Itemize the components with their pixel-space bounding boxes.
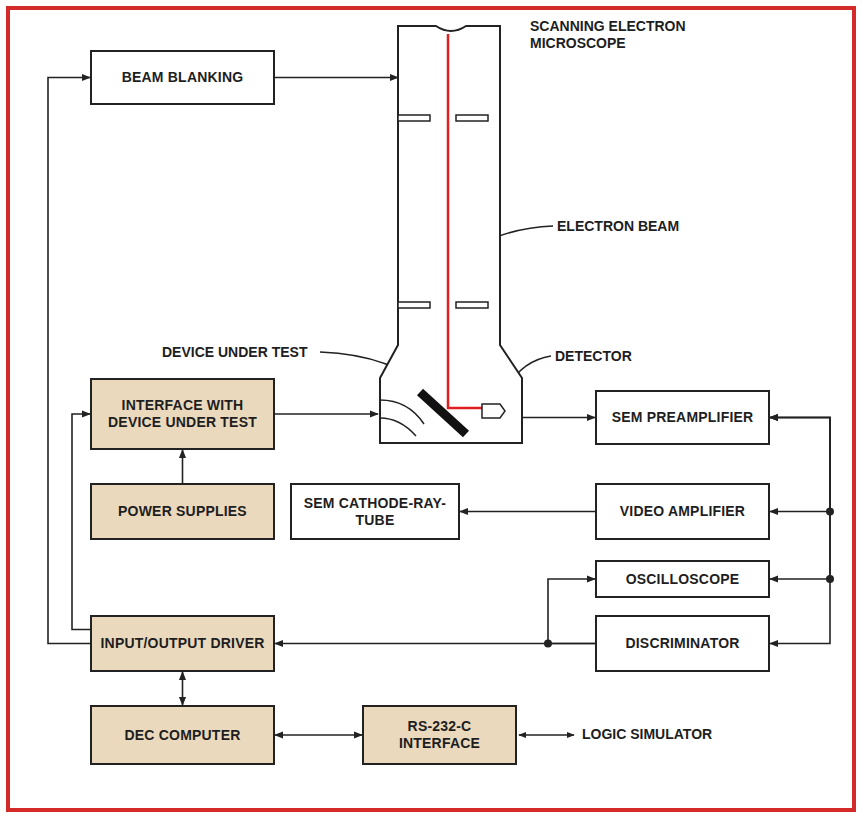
box-label: OSCILLOSCOPE — [620, 571, 746, 588]
box-label: SEM CATHODE-RAY-TUBE — [292, 495, 458, 529]
column-title: SCANNING ELECTRON MICROSCOPE — [530, 18, 705, 52]
callout-label: DEVICE UNDER TEST — [160, 344, 309, 361]
box-label: RS-232-C INTERFACE — [364, 718, 515, 752]
electron-beam — [448, 34, 482, 408]
junction-dot — [826, 575, 834, 583]
process-box: INTERFACE WITH DEVICE UNDER TEST — [90, 378, 275, 450]
connector — [182, 450, 184, 483]
deflector-plate — [398, 302, 430, 308]
process-box: DISCRIMINATOR — [595, 615, 770, 672]
connector — [182, 672, 184, 705]
box-label: DISCRIMINATOR — [619, 635, 745, 652]
box-label: SEM PREAMPLIFIER — [606, 409, 760, 426]
callout-label: ELECTRON BEAM — [555, 218, 681, 235]
process-box: DEC COMPUTER — [90, 705, 275, 765]
connector — [548, 579, 595, 644]
device-under-test — [420, 392, 466, 434]
process-box: SEM CATHODE-RAY-TUBE — [290, 483, 460, 540]
box-label: VIDEO AMPLIFIER — [614, 503, 751, 520]
box-label: INPUT/OUTPUT DRIVER — [94, 635, 270, 652]
deflector-plate — [456, 115, 488, 121]
process-box: INPUT/OUTPUT DRIVER — [90, 615, 275, 672]
simulator-link — [519, 734, 574, 736]
connector — [275, 413, 378, 415]
stage-line — [380, 400, 424, 424]
detector-symbol — [482, 404, 505, 418]
process-box: RS-232-C INTERFACE — [362, 705, 517, 765]
stage-line — [380, 418, 416, 436]
box-label: INTERFACE WITH DEVICE UNDER TEST — [92, 397, 273, 431]
connector — [48, 78, 90, 644]
column-wall — [380, 26, 522, 443]
microscope-outline — [378, 22, 524, 445]
connector — [770, 418, 830, 580]
deflector-plate — [398, 115, 430, 121]
callout-label: DETECTOR — [553, 348, 634, 365]
connector — [460, 511, 595, 513]
junction-dot — [826, 508, 834, 516]
connector — [275, 77, 398, 79]
red-frame — [8, 8, 854, 810]
box-label: BEAM BLANKING — [116, 69, 250, 86]
callout-label: LOGIC SIMULATOR — [580, 726, 714, 743]
process-box: OSCILLOSCOPE — [595, 560, 770, 598]
box-label: DEC COMPUTER — [119, 727, 247, 744]
process-box: POWER SUPPLIES — [90, 483, 275, 540]
process-box: VIDEO AMPLIFIER — [595, 483, 770, 540]
connector — [275, 734, 362, 736]
connector — [770, 418, 830, 512]
deflector-plate — [456, 302, 488, 308]
connector — [770, 418, 830, 644]
connector — [72, 414, 90, 630]
junction-dot — [544, 640, 552, 648]
box-label: POWER SUPPLIES — [112, 503, 253, 520]
process-box: SEM PREAMPLIFIER — [595, 390, 770, 445]
microscope-column: SCANNING ELECTRON MICROSCOPE — [378, 22, 524, 445]
process-box: BEAM BLANKING — [90, 50, 275, 105]
